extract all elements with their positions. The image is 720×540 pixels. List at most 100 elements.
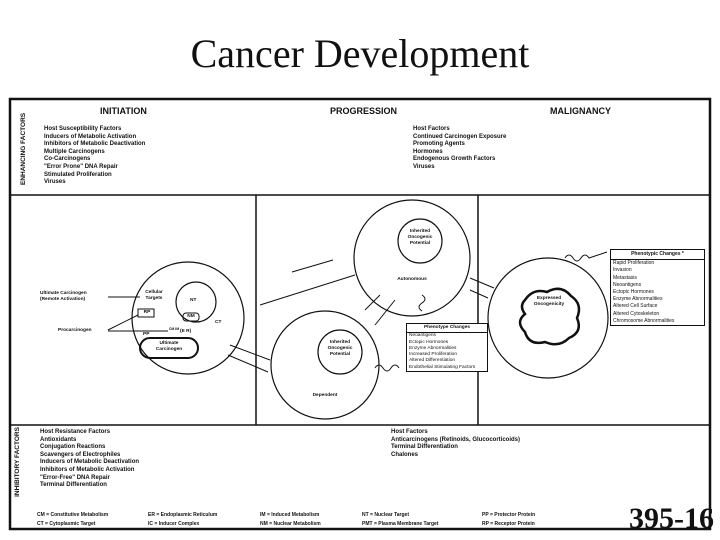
list-item: Altered Cell Surface [613,303,658,310]
list-item: "Error-Free" DNA Repair [40,474,110,481]
rp-label: RP [143,310,151,315]
list-item: Metastasis [613,274,637,281]
box-title: Phenotypic Changes * [611,250,704,261]
autonomous-cell [353,199,471,317]
list-item: Viruses [413,163,435,170]
procarcinogen-label: Procarcinogen [58,328,92,333]
cm-im-label: CM IM [168,327,180,331]
slide-title: Cancer Development [190,31,530,76]
malignant-cell [487,257,609,379]
list-item: Terminal Differentiation [40,482,107,489]
legend-item: NM = Nuclear Metabolism [260,521,321,527]
list-item: Neoantigens [613,281,642,288]
enhancing-label: ENHANCING FACTORS [20,112,27,185]
arrow [259,274,356,306]
ultimate-carcinogen-remote-label: Ultimate Carcinogen (Remote Activation) [40,291,87,302]
legend-item: IC = Inducer Complex [148,521,200,527]
enhancing-initiation-list: Host Susceptibility Factors Inducers of … [44,126,145,187]
arrow [374,299,396,326]
arrow [469,289,489,299]
legend-item: CM = Constitutive Metabolism [37,512,109,518]
legend-item: NT = Nuclear Target [362,512,410,518]
list-item: Chromosome Abnormalities [613,317,675,324]
list-item: "Error Prone" DNA Repair [44,163,118,170]
squiggle-arrow [374,364,400,372]
phenotypic-changes-box: Phenotypic Changes * Rapid Proliferation… [610,249,705,327]
list-item: Enzyme Abnormalities [613,296,663,303]
legend-item: PMT = Plasma Membrane Target [362,521,439,527]
autonomous-label: Autonomous [397,277,427,282]
inhibitory-label: INHIBITORY FACTORS [14,427,21,497]
cellular-targets-label: Cellular Targets [145,290,163,301]
slide-number: 395-16 [629,502,714,535]
list-item: Altered Differentiation [409,358,456,364]
list-item: Host Susceptibility Factors [44,126,122,132]
legend-item: CT = Cytoplasmic Target [37,521,96,527]
list-item: Host Factors [413,126,450,132]
dependent-nucleus [317,329,363,375]
rp-box [137,308,155,318]
phenotype-changes-box: Phenotype Changes Neoantigens Ectopic Ho… [406,323,488,373]
autonomous-nucleus [397,218,443,264]
list-item: Inducers of Metabolic Activation [44,133,137,140]
list-item: Antioxidants [40,436,77,443]
er-label: (E R) [180,329,192,334]
nt-label: NT [190,298,197,303]
arrow [291,259,334,273]
list-item: Increased Proliferation [409,352,457,358]
legend-item: ER = Endoplasmic Reticulum [148,512,218,518]
legend-item: RP = Receptor Protein [482,521,535,527]
list-item: Endogenous Growth Factors [413,156,496,163]
list-item: Invasion [613,267,632,274]
list-item: Terminal Differentiation [391,444,458,451]
list-item: Enzyme Abnormalities [409,345,457,351]
list-item: Anticarcinogens (Retinoids, Glucocortico… [391,436,521,443]
list-item: Neoantigens [409,333,436,339]
list-item: Host Factors [391,429,428,435]
list-item: Viruses [44,179,66,186]
list-item: Inhibitors of Metabolic Activation [40,466,135,473]
list-item: Continued Carcinogen Exposure [413,133,507,140]
list-item: Host Resistance Factors [40,429,111,435]
legend-item: PP = Protector Protein [482,512,536,518]
arrow [469,277,495,289]
oncogenicity-shape [518,287,581,346]
list-item: Conjugation Reactions [40,444,106,451]
list-item: Ectopic Hormones [613,289,654,296]
enhancing-progression-list: Host Factors Continued Carcinogen Exposu… [413,126,506,172]
stage-progression: PROGRESSION [330,106,398,116]
diagram-frame [8,97,712,531]
stage-initiation: INITIATION [100,106,147,116]
stage-malignancy: MALIGNANCY [550,106,611,116]
list-item: Inducers of Metabolic Deactivation [40,459,140,466]
list-item: Hormones [413,148,443,155]
inhibitory-initiation-list: Host Resistance Factors Antioxidants Con… [40,429,139,490]
list-item: Endothelial Stimulating Factors [409,364,476,370]
list-item: Rapid Proliferation [613,260,655,267]
box-title: Phenotype Changes [407,324,487,334]
dependent-inherited-label: Inherited Oncogenic Potential [327,340,353,357]
arrow [227,354,269,373]
list-item: Multiple Carcinogens [44,148,105,155]
list-item: Co-Carcinogens [44,156,91,163]
inhibitory-progression-list: Host Factors Anticarcinogens (Retinoids,… [391,429,520,459]
arrow [229,344,271,361]
nucleus [175,281,217,323]
ultimate-carcinogen-label: Ultimate Carcinogen [155,341,183,352]
dependent-label: Dependent [312,393,338,398]
list-item: Ectopic Hormones [409,339,449,345]
dependent-cell [270,310,380,420]
list-item: Inhibitors of Metabolic Deactivation [44,141,146,148]
expressed-oncogenicity-label: Expressed Oncogenicity [533,296,565,307]
list-item: Scavengers of Electrophiles [40,451,121,458]
arrow [364,294,381,311]
list-item: Stimulated Proliferation [44,171,112,178]
pp-label: PP [143,332,150,337]
nm-label: NM [187,314,195,319]
autonomous-inherited-label: Inherited Oncogenic Potential [407,229,433,246]
legend-item: IM = Induced Metabolism [260,512,320,518]
list-item: Altered Cytoskeleton [613,310,660,317]
list-item: Promoting Agents [413,141,465,148]
ct-label: CT [215,320,222,325]
